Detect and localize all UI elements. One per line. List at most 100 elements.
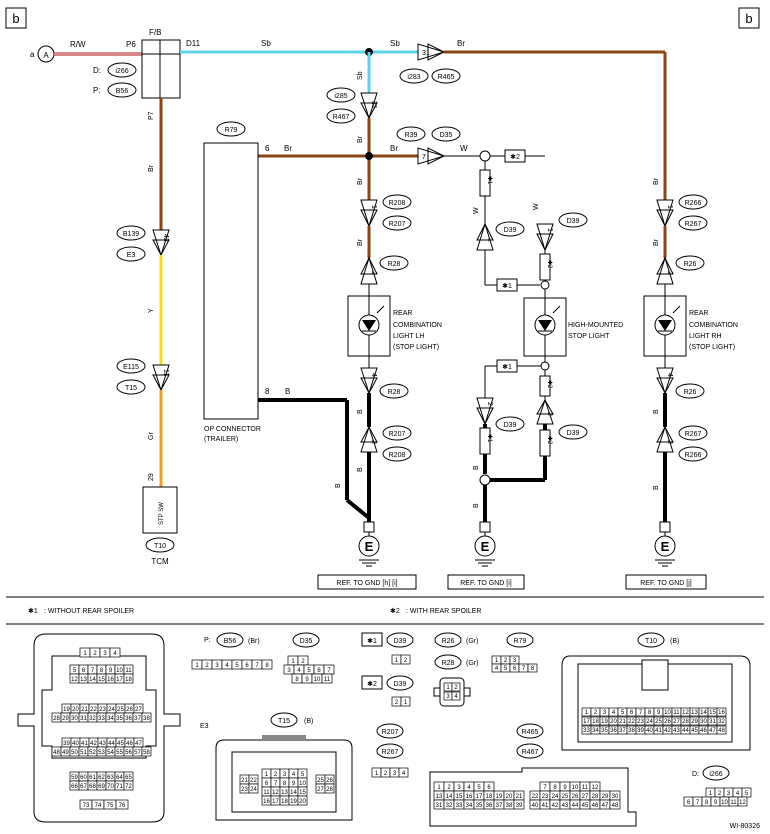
wire-label-br-lh0: Br: [357, 135, 364, 143]
conn-d39-d: D39: [567, 430, 580, 437]
view-d39a: D39: [394, 638, 407, 645]
ground-e-lh: E: [365, 539, 374, 554]
e3-pin-label: 46: [126, 741, 133, 747]
t10-pin-label: 3: [603, 710, 607, 716]
t10-pin-label: 40: [646, 728, 653, 734]
e3-pin-label: 30: [71, 716, 78, 722]
view-r207: R207: [382, 729, 399, 736]
c4-c-label: 4: [666, 373, 673, 377]
ground-e-mid: E: [481, 539, 490, 554]
e3-pin-label: 45: [117, 741, 124, 747]
e3-pin-cell: [141, 746, 152, 757]
fb-p-label: P:: [93, 86, 101, 95]
r465-pin-label: 45: [582, 803, 589, 809]
r465-pin-label: 19: [496, 794, 503, 800]
t10-pin-label: 2: [594, 710, 598, 716]
r2x-pin-cell: [451, 691, 461, 701]
r207-pin-label: 2: [384, 771, 388, 777]
view-t10c: (B): [670, 638, 679, 645]
r465-pin-label: 35: [476, 803, 483, 809]
t15-pin-label: 17: [272, 799, 279, 805]
r465-pin-label: 2: [447, 785, 451, 791]
c31-top-label: 31: [422, 50, 430, 57]
t15-pin-label: 20: [299, 799, 306, 805]
t10-pin-label: 15: [709, 710, 716, 716]
c2-b-label: 2: [370, 440, 377, 444]
star2d: ✱2: [546, 436, 553, 445]
c1-m1-label: 1: [486, 238, 493, 242]
d35-pin-label: 5: [307, 668, 311, 674]
view-t15: T15: [278, 718, 290, 725]
d35-pin-label: 2: [301, 659, 305, 665]
c42-label: 42: [162, 234, 169, 242]
r2x-pin-cell: [451, 682, 461, 692]
e3-pin-label: 58: [143, 750, 150, 756]
t10-pin-label: 9: [657, 710, 661, 716]
connector-hm-2: [476, 397, 494, 426]
e3-pin-label: 65: [125, 775, 132, 781]
ref-gnd-3: REF. TO GND [j]: [640, 580, 692, 587]
e3-pin-label: 2: [93, 651, 97, 657]
t10-pin-label: 29: [691, 719, 698, 725]
t15-pin-label: 21: [241, 778, 248, 784]
t10-pin-label: 26: [664, 719, 671, 725]
d39b-pin-cell: [400, 696, 411, 707]
t15-pin-label: 3: [283, 772, 287, 778]
tcm-stp-sw: STP SW: [159, 502, 165, 525]
e3-pin-label: 75: [107, 803, 114, 809]
conn-r465: R465: [438, 74, 455, 81]
t10-pin-label: 5: [621, 710, 625, 716]
t10-pin-label: 28: [682, 719, 689, 725]
e3-pin-label: 1: [83, 651, 87, 657]
r2x-pin-label: 2: [454, 685, 458, 691]
e3-pin-label: 14: [89, 677, 96, 683]
e3-pin-label: 41: [81, 741, 88, 747]
view-r467: R467: [522, 749, 539, 756]
r465-pin-label: 48: [612, 803, 619, 809]
view-b56: B56: [224, 638, 237, 645]
c1-a-label: 1: [370, 205, 377, 209]
wire-label-gr: Gr: [148, 432, 155, 440]
star1a: ✱1: [486, 176, 493, 185]
t10-pin-cell: [716, 707, 727, 717]
e3-pin-label: 49: [62, 750, 69, 756]
r465-pin-label: 5: [477, 785, 481, 791]
t10-pin-label: 38: [628, 728, 635, 734]
r2x-pin-label: 3: [446, 694, 450, 700]
pin-29: 29: [148, 473, 155, 481]
r79-pin-label: 2: [504, 658, 508, 664]
e3-pin-label: 33: [98, 716, 105, 722]
fb-d-id: i266: [115, 68, 128, 75]
r465-pin-label: 21: [516, 794, 523, 800]
r465-pin-label: 22: [532, 794, 539, 800]
r465-pin-label: 8: [553, 785, 557, 791]
view-s2: ✱2: [367, 680, 377, 688]
conn-r26-a: R26: [684, 261, 697, 268]
e3-pin-label: 62: [98, 775, 105, 781]
r465-pin-label: 34: [466, 803, 473, 809]
e3-pin-label: 68: [89, 784, 96, 790]
conn-r267-a: R267: [685, 221, 702, 228]
r465-pin-label: 25: [562, 794, 569, 800]
r79-pin-label: 3: [513, 658, 517, 664]
t15-pin-cell: [324, 783, 335, 794]
t10-pin-label: 43: [673, 728, 680, 734]
r465-pin-label: 39: [516, 803, 523, 809]
wire-label-br-lh1: Br: [357, 177, 364, 185]
e3-pin-label: 9: [109, 668, 113, 674]
conn-d39-c: D39: [504, 422, 517, 429]
t10-pin-label: 6: [630, 710, 634, 716]
t10-pin-label: 13: [691, 710, 698, 716]
e3-pin-label: 52: [89, 750, 96, 756]
hm-l2: STOP LIGHT: [568, 333, 610, 340]
e3-pin-label: 29: [62, 716, 69, 722]
ground-rh: [654, 535, 676, 557]
conn-r28-a: R28: [388, 261, 401, 268]
c2-m2-label: 2: [546, 412, 553, 416]
view-e3-label: E3: [200, 723, 209, 730]
r465-pin-cell: [609, 799, 621, 810]
t10-pin-label: 16: [718, 710, 725, 716]
